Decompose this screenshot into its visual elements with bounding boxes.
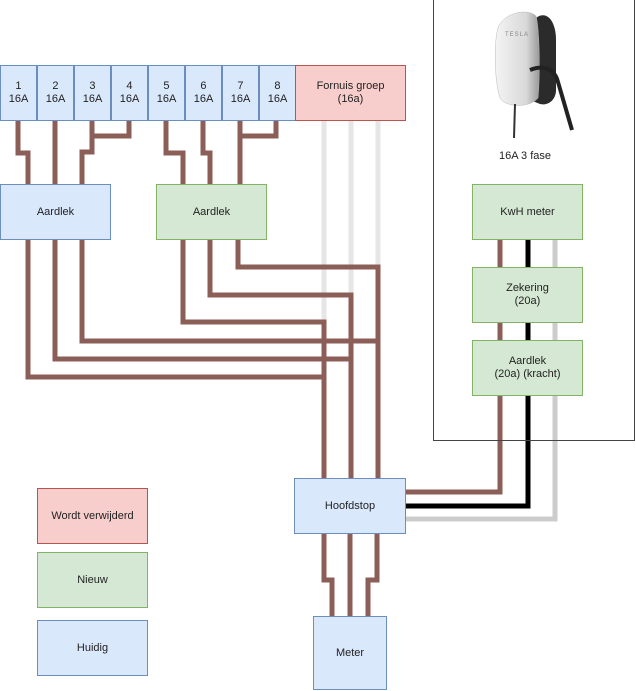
breaker-4[interactable]: 4 16A [111, 65, 148, 121]
wire-left-1 [25, 240, 322, 380]
legend-current: Huidig [37, 620, 148, 676]
breaker-2[interactable]: 2 16A [37, 65, 74, 121]
wire-breaker-6 [200, 121, 213, 184]
breaker-1[interactable]: 1 16A [0, 65, 37, 121]
wire-breaker-8 [240, 121, 279, 139]
breaker-3[interactable]: 3 16A [74, 65, 111, 121]
wire-breaker-1 [15, 121, 31, 184]
aardlek-new-box[interactable]: Aardlek [156, 184, 267, 240]
breaker-5[interactable]: 5 16A [148, 65, 185, 121]
breaker-6[interactable]: 6 16A [185, 65, 222, 121]
wire-mid-3 [235, 240, 381, 478]
wire-kracht-brown-3 [406, 396, 503, 495]
legend-removed: Wordt verwijderd [37, 488, 148, 544]
aardlek-kracht-box[interactable]: Aardlek (20a) (kracht) [472, 340, 583, 396]
zekering-box[interactable]: Zekering (20a) [472, 267, 583, 323]
charger-caption: 16A 3 fase [499, 150, 551, 162]
wire-meter-1 [321, 534, 335, 616]
breaker-7[interactable]: 7 16A [222, 65, 259, 121]
breaker-8[interactable]: 8 16A [259, 65, 296, 121]
aardlek-existing-box[interactable]: Aardlek [0, 184, 111, 240]
wire-left-3 [79, 240, 376, 344]
wire-left-2 [52, 240, 349, 362]
charger-front [494, 11, 540, 106]
fornuis-groep-box[interactable]: Fornuis groep (16a) [295, 65, 406, 121]
wire-meter-3 [365, 534, 380, 616]
wire-mid-2 [207, 240, 354, 478]
meter-box[interactable]: Meter [313, 616, 387, 690]
charger-supply-cable [513, 103, 516, 139]
legend-new: Nieuw [37, 552, 148, 608]
wire-kracht-gray-3 [406, 396, 558, 522]
hoofdstop-box[interactable]: Hoofdstop [294, 478, 406, 534]
wire-breaker-4 [92, 121, 132, 139]
wire-kracht-black-3 [406, 396, 531, 509]
kwh-meter-box[interactable]: KwH meter [472, 184, 583, 240]
tesla-logo: TESLA [505, 32, 529, 38]
wire-breaker-5 [163, 121, 186, 184]
charger-enclosure [433, 0, 635, 441]
wire-mid-1 [180, 240, 327, 478]
charger-cable [529, 65, 574, 131]
